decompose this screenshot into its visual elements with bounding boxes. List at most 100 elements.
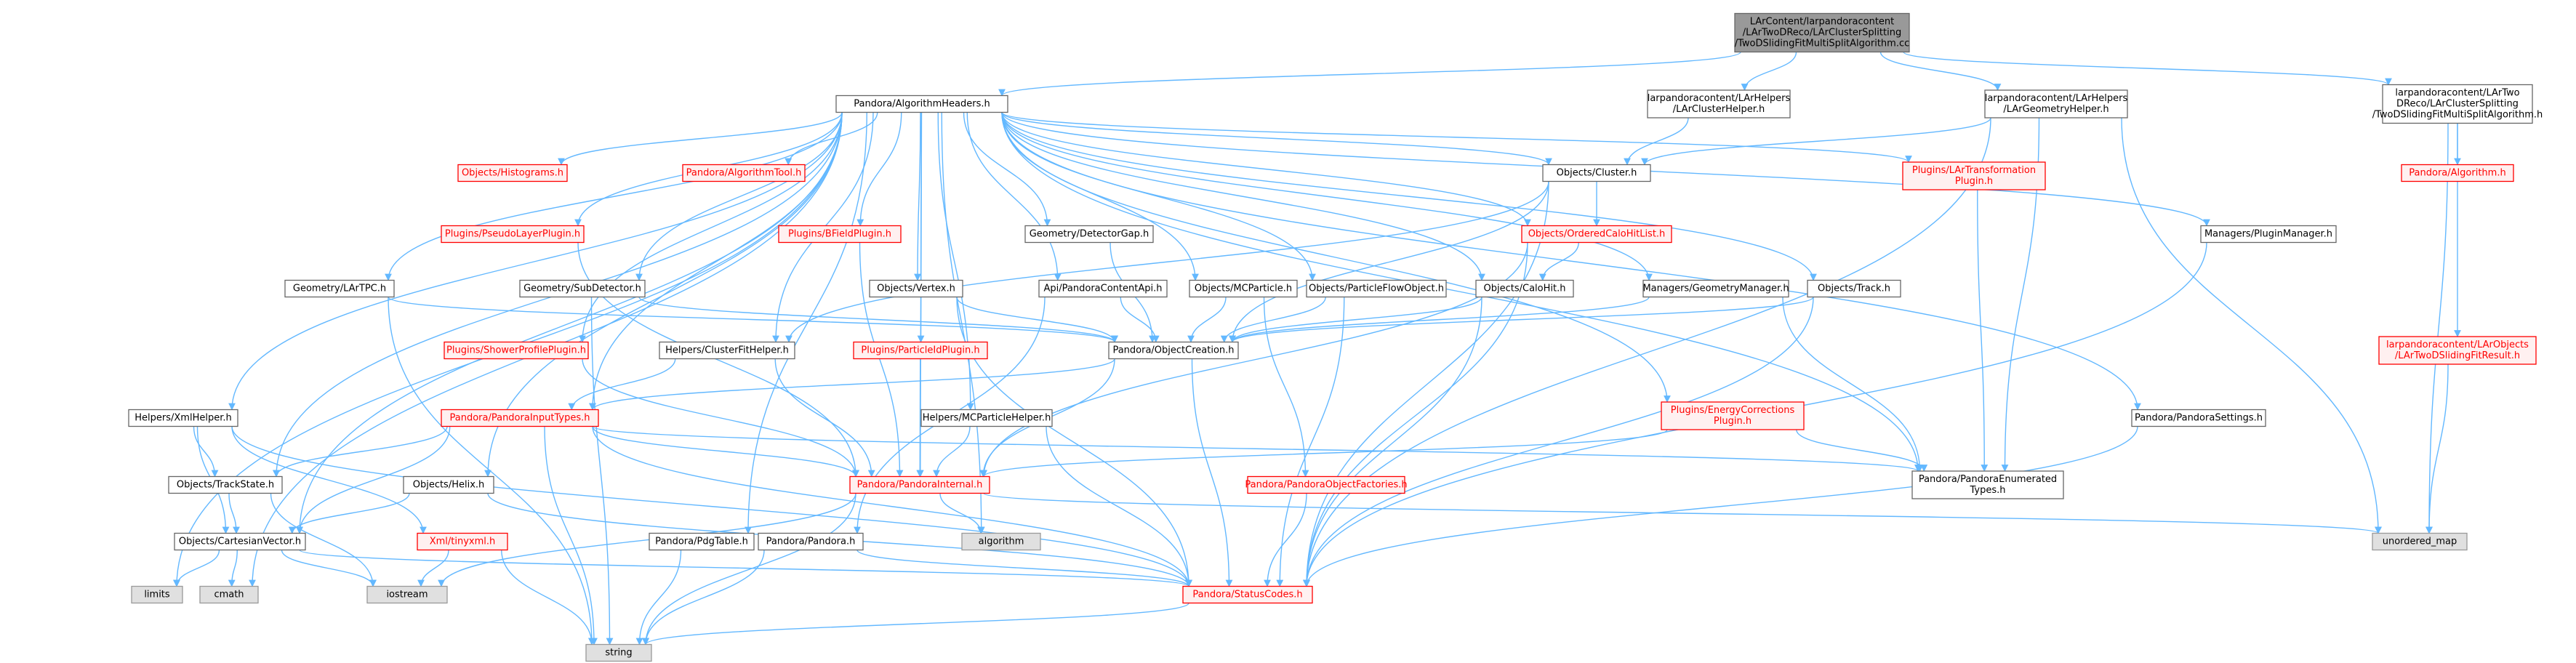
node-trackstate[interactable]: Objects/TrackState.h [168, 475, 283, 494]
node-xmlhelper[interactable]: Helpers/XmlHelper.h [128, 409, 238, 427]
edge-cartesian-to-statuscodes [299, 549, 1192, 587]
node-box [2378, 336, 2537, 365]
node-root[interactable]: LArContent/larpandoracontent/LArTwoDReco… [1734, 12, 1910, 53]
node-pandorainternal[interactable]: Pandora/PandoraInternal.h [849, 475, 990, 494]
edge-algoheaders-to-detectorgap [963, 112, 1051, 227]
edge-geomhelper-to-unorderedmap [2121, 117, 2382, 534]
node-box [128, 409, 238, 427]
node-clusterfithelper[interactable]: Helpers/ClusterFitHelper.h [659, 341, 795, 360]
node-label: Pandora/ObjectCreation.h [1112, 345, 1234, 356]
node-box [444, 341, 589, 360]
node-pandorasettings[interactable]: Pandora/PandoraSettings.h [2131, 409, 2266, 427]
node-histograms[interactable]: Objects/Histograms.h [457, 164, 568, 182]
node-inputtypes[interactable]: Pandora/PandoraInputTypes.h [441, 409, 599, 427]
node-box [1475, 279, 1574, 298]
node-cartesian[interactable]: Objects/CartesianVector.h [174, 532, 306, 551]
edge-multisplith-to-unorderedmap [2425, 123, 2449, 534]
node-statuscodes[interactable]: Pandora/StatusCodes.h [1182, 585, 1313, 604]
node-box [519, 279, 646, 298]
node-label: Pandora/PdgTable.h [655, 537, 748, 547]
node-label: /LArGeometryHelper.h [2003, 104, 2108, 115]
edge-mcparticle-to-objectfactories [1263, 297, 1309, 478]
node-objectfactories[interactable]: Pandora/PandoraObjectFactories.h [1245, 475, 1408, 494]
edge-statuscodes-to-string [642, 602, 1189, 646]
edge-cluster-to-clusterfithelper [785, 181, 1549, 343]
edge-showerprofile-to-pandorainternal [582, 358, 859, 478]
edge-objectcreation-to-statuscodes [1191, 358, 1233, 587]
node-label: /LArClusterHelper.h [1673, 104, 1765, 115]
node-label: Objects/Cluster.h [1557, 168, 1637, 179]
node-label: Pandora/Algorithm.h [2409, 168, 2505, 179]
edge-algoheaders-to-track [1001, 112, 1817, 281]
node-cluster[interactable]: Objects/Cluster.h [1542, 164, 1651, 182]
node-box [659, 341, 795, 360]
node-label: larpandoracontent/LArTwo [2395, 88, 2519, 99]
node-tinyxml[interactable]: Xml/tinyxml.h [417, 532, 508, 551]
node-label: Objects/Track.h [1818, 284, 1890, 294]
node-box [869, 279, 963, 298]
node-label: Pandora/AlgorithmTool.h [686, 168, 802, 179]
edge-track-to-statuscodes [1303, 297, 1814, 587]
edge-geommanager-to-objectcreation [1229, 297, 1650, 343]
node-label: /TwoDSlidingFitMultiSplitAlgorithm.cc [1735, 39, 1910, 49]
edge-algoheaders-to-subdetector [635, 112, 843, 281]
node-subdetector[interactable]: Geometry/SubDetector.h [519, 279, 646, 298]
node-box [1182, 585, 1313, 604]
node-label: DReco/LArClusterSplitting [2396, 99, 2519, 110]
node-label: larpandoracontent/LArObjects [2386, 339, 2529, 350]
node-label: Objects/ParticleFlowObject.h [1309, 284, 1444, 294]
node-track[interactable]: Objects/Track.h [1807, 279, 1901, 298]
edge-tinyxml-to-string [501, 550, 595, 646]
node-pfo[interactable]: Objects/ParticleFlowObject.h [1306, 279, 1447, 298]
edge-inputtypes-to-enumerated [592, 425, 1922, 472]
node-helix[interactable]: Objects/Helix.h [403, 475, 494, 494]
node-pluginmanager[interactable]: Managers/PluginManager.h [2200, 225, 2337, 244]
node-contentapi[interactable]: Api/PandoraContentApi.h [1038, 279, 1168, 298]
node-clusterhelper[interactable]: larpandoracontent/LArHelpers/LArClusterH… [1647, 89, 1791, 118]
node-geommanager[interactable]: Managers/GeometryManager.h [1642, 279, 1789, 298]
edge-algoheaders-to-xmlhelper [228, 112, 843, 411]
edge-clusterfithelper-to-inputtypes [568, 358, 676, 411]
node-box [403, 475, 494, 494]
node-algorithmtool[interactable]: Pandora/AlgorithmTool.h [682, 164, 806, 182]
node-calohit[interactable]: Objects/CaloHit.h [1475, 279, 1574, 298]
node-particleid[interactable]: Plugins/ParticleIdPlugin.h [853, 341, 988, 360]
edge-track-to-objectcreation [1229, 296, 1814, 343]
node-label: /LArTwoDReco/LArClusterSplitting [1743, 28, 1901, 39]
node-detectorgap[interactable]: Geometry/DetectorGap.h [1024, 225, 1154, 244]
edge-algoheaders-to-showerprofile [579, 112, 843, 343]
node-multisplith[interactable]: larpandoracontent/LArTwoDReco/LArCluster… [2372, 84, 2543, 124]
node-box [366, 585, 448, 604]
edge-inputtypes-to-string [544, 426, 598, 646]
node-bfield[interactable]: Plugins/BFieldPlugin.h [778, 225, 902, 244]
node-pdgtable[interactable]: Pandora/PdgTable.h [649, 532, 755, 551]
node-showerprofile[interactable]: Plugins/ShowerProfilePlugin.h [444, 341, 589, 360]
edge-calohit-to-statuscodes [1303, 297, 1482, 587]
node-box [131, 585, 183, 604]
node-vertex[interactable]: Objects/Vertex.h [869, 279, 963, 298]
node-slidingfitresult[interactable]: larpandoracontent/LArObjects/LArTwoDSlid… [2378, 336, 2537, 365]
node-orderedcalo[interactable]: Objects/OrderedCaloHitList.h [1521, 225, 1672, 244]
node-label: Pandora/PandoraEnumerated [1919, 474, 2057, 485]
node-mcparticle[interactable]: Objects/MCParticle.h [1189, 279, 1298, 298]
node-objectcreation[interactable]: Pandora/ObjectCreation.h [1108, 341, 1239, 360]
edge-helix-to-cartesian [288, 493, 410, 534]
node-pseudolayer[interactable]: Plugins/PseudoLayerPlugin.h [441, 225, 585, 244]
node-mcparticlehelper[interactable]: Helpers/MCParticleHelper.h [920, 409, 1053, 427]
node-box [1521, 225, 1672, 244]
node-box [853, 341, 988, 360]
node-lartpc[interactable]: Geometry/LArTPC.h [284, 279, 395, 298]
node-label: Pandora/PandoraSettings.h [2135, 413, 2263, 424]
node-pandora[interactable]: Pandora/Pandora.h [758, 532, 864, 551]
edge-algoheaders-to-energycorr [1001, 112, 1671, 403]
node-algoheaders[interactable]: Pandora/AlgorithmHeaders.h [835, 95, 1008, 113]
node-geomhelper[interactable]: larpandoracontent/LArHelpers/LArGeometry… [1984, 89, 2128, 118]
edge-pandorainternal-to-string [642, 493, 856, 646]
node-algorithmh[interactable]: Pandora/Algorithm.h [2401, 164, 2514, 182]
node-label: limits [144, 590, 170, 600]
node-label: larpandoracontent/LArHelpers [1648, 93, 1791, 104]
edge-pandora-to-string [642, 550, 765, 646]
